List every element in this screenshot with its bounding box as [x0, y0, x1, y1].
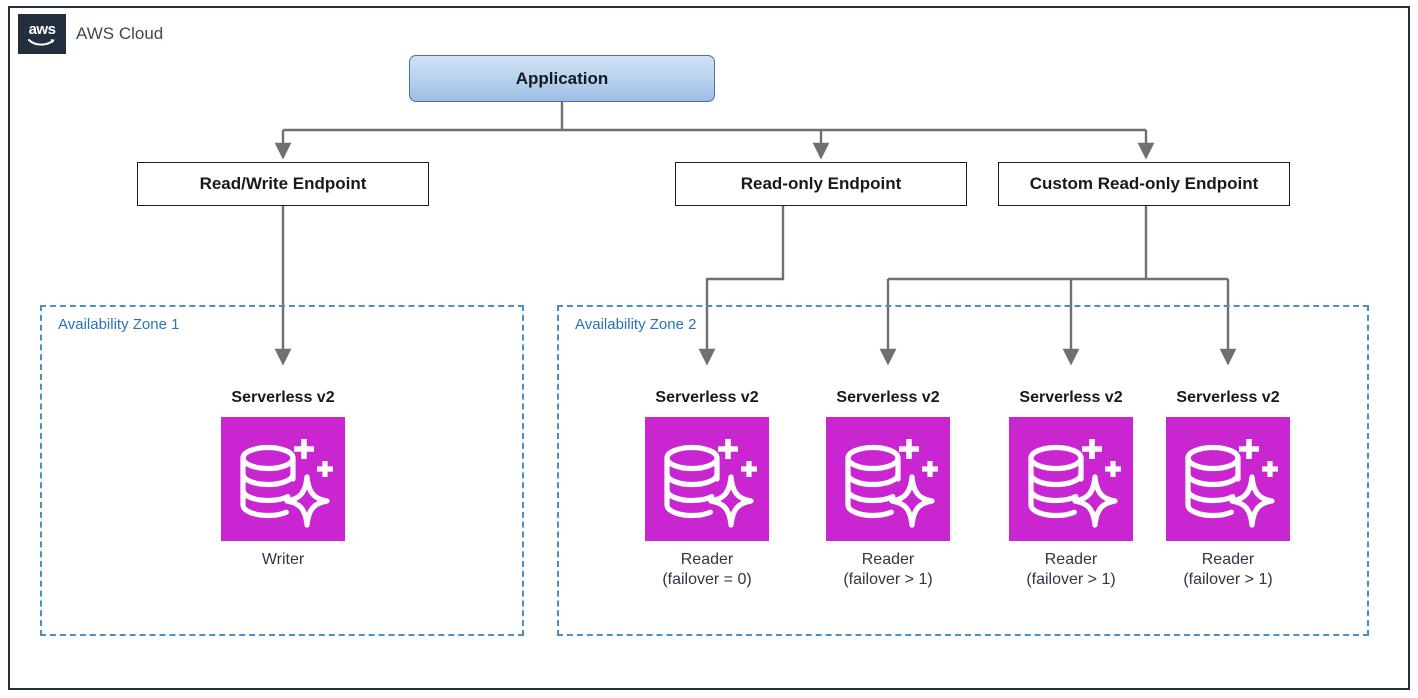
reader3-title: Serverless v2	[1019, 389, 1123, 406]
reader4-instance-node[interactable]: Serverless v2 Reader (failover > 1)	[1143, 389, 1313, 590]
aurora-serverless-database-icon	[1166, 417, 1290, 541]
aws-logo-icon: aws	[18, 14, 66, 54]
aws-logo-text: aws	[28, 20, 56, 38]
reader1-caption: Reader (failover = 0)	[662, 551, 752, 588]
aurora-serverless-database-icon	[1009, 417, 1133, 541]
reader2-instance-node[interactable]: Serverless v2 Reader (failover > 1)	[803, 389, 973, 590]
reader2-caption: Reader (failover > 1)	[843, 551, 933, 588]
writer-instance-node[interactable]: Serverless v2 Writer	[198, 389, 368, 570]
read-only-endpoint-node[interactable]: Read-only Endpoint	[675, 162, 967, 206]
aws-cloud-label: AWS Cloud	[76, 24, 164, 43]
read-write-endpoint-label: Read/Write Endpoint	[199, 174, 367, 193]
application-node[interactable]: Application	[409, 55, 715, 102]
availability-zone-1-container: Availability Zone 1	[40, 305, 524, 636]
availability-zone-2-container: Availability Zone 2	[557, 305, 1369, 636]
custom-read-only-endpoint-node[interactable]: Custom Read-only Endpoint	[998, 162, 1290, 206]
read-write-endpoint-node[interactable]: Read/Write Endpoint	[137, 162, 429, 206]
reader1-instance-node[interactable]: Serverless v2 Reader (failover = 0)	[622, 389, 792, 590]
application-label: Application	[515, 68, 609, 88]
reader3-instance-node[interactable]: Serverless v2 Reader (failover > 1)	[986, 389, 1156, 590]
reader2-title: Serverless v2	[836, 389, 940, 406]
custom-read-only-endpoint-label: Custom Read-only Endpoint	[1029, 174, 1259, 193]
reader4-caption: Reader (failover > 1)	[1183, 551, 1273, 588]
aurora-serverless-database-icon	[221, 417, 345, 541]
writer-title: Serverless v2	[231, 389, 335, 406]
reader4-title: Serverless v2	[1176, 389, 1280, 406]
aurora-serverless-database-icon	[826, 417, 950, 541]
aws-smile-icon	[28, 38, 55, 46]
availability-zone-1-label: Availability Zone 1	[58, 316, 180, 333]
reader3-caption: Reader (failover > 1)	[1026, 551, 1116, 588]
reader1-title: Serverless v2	[655, 389, 759, 406]
read-only-endpoint-label: Read-only Endpoint	[740, 174, 902, 193]
writer-caption: Writer	[261, 551, 305, 568]
availability-zone-2-label: Availability Zone 2	[575, 316, 697, 333]
aurora-serverless-database-icon	[645, 417, 769, 541]
